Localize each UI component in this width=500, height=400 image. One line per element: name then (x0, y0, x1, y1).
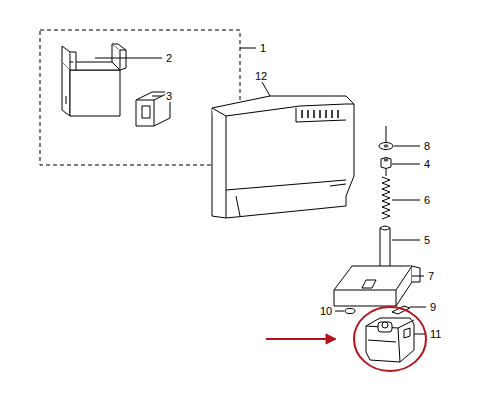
leader-line (152, 96, 162, 97)
pointer-arrow (266, 338, 334, 340)
axis-line (386, 169, 387, 176)
leader-line (95, 58, 162, 59)
highlight-circle (354, 307, 426, 371)
leader-line (335, 311, 344, 312)
leader-line (410, 307, 426, 308)
mount-plate-part (334, 266, 420, 306)
spring-part (382, 177, 390, 219)
axis-line (386, 126, 387, 142)
cover-part (212, 96, 354, 218)
callout-number: 6 (423, 194, 431, 206)
callout-number: 5 (423, 234, 431, 246)
nut-hole (384, 159, 388, 161)
callout-number: 2 (165, 52, 173, 64)
pointer-arrowhead (326, 334, 336, 344)
callout-number: 9 (429, 301, 437, 313)
callout-number: 4 (423, 158, 431, 170)
rod-end (380, 228, 390, 230)
leader-line (392, 200, 420, 201)
switch-part (366, 318, 414, 362)
callout-number: 3 (165, 90, 173, 102)
washer-part (379, 143, 393, 150)
leader-line (414, 334, 426, 335)
leader-line (392, 240, 420, 241)
leader-line (394, 146, 420, 147)
ring-part (345, 309, 355, 314)
leader-line (392, 164, 420, 165)
callout-number: 7 (427, 270, 435, 282)
leader-line (240, 48, 256, 49)
bracket-part (62, 44, 126, 116)
washer-hole (384, 145, 388, 147)
callout-number: 10 (319, 305, 333, 317)
callout-number: 12 (254, 70, 268, 82)
vent-slots (302, 110, 338, 118)
leader-line (262, 82, 270, 96)
callout-number: 1 (259, 42, 267, 54)
kit-box (40, 30, 240, 165)
leader-line (412, 276, 424, 277)
callout-number: 8 (423, 140, 431, 152)
callout-number: 11 (429, 328, 442, 340)
nut-part (381, 158, 391, 169)
